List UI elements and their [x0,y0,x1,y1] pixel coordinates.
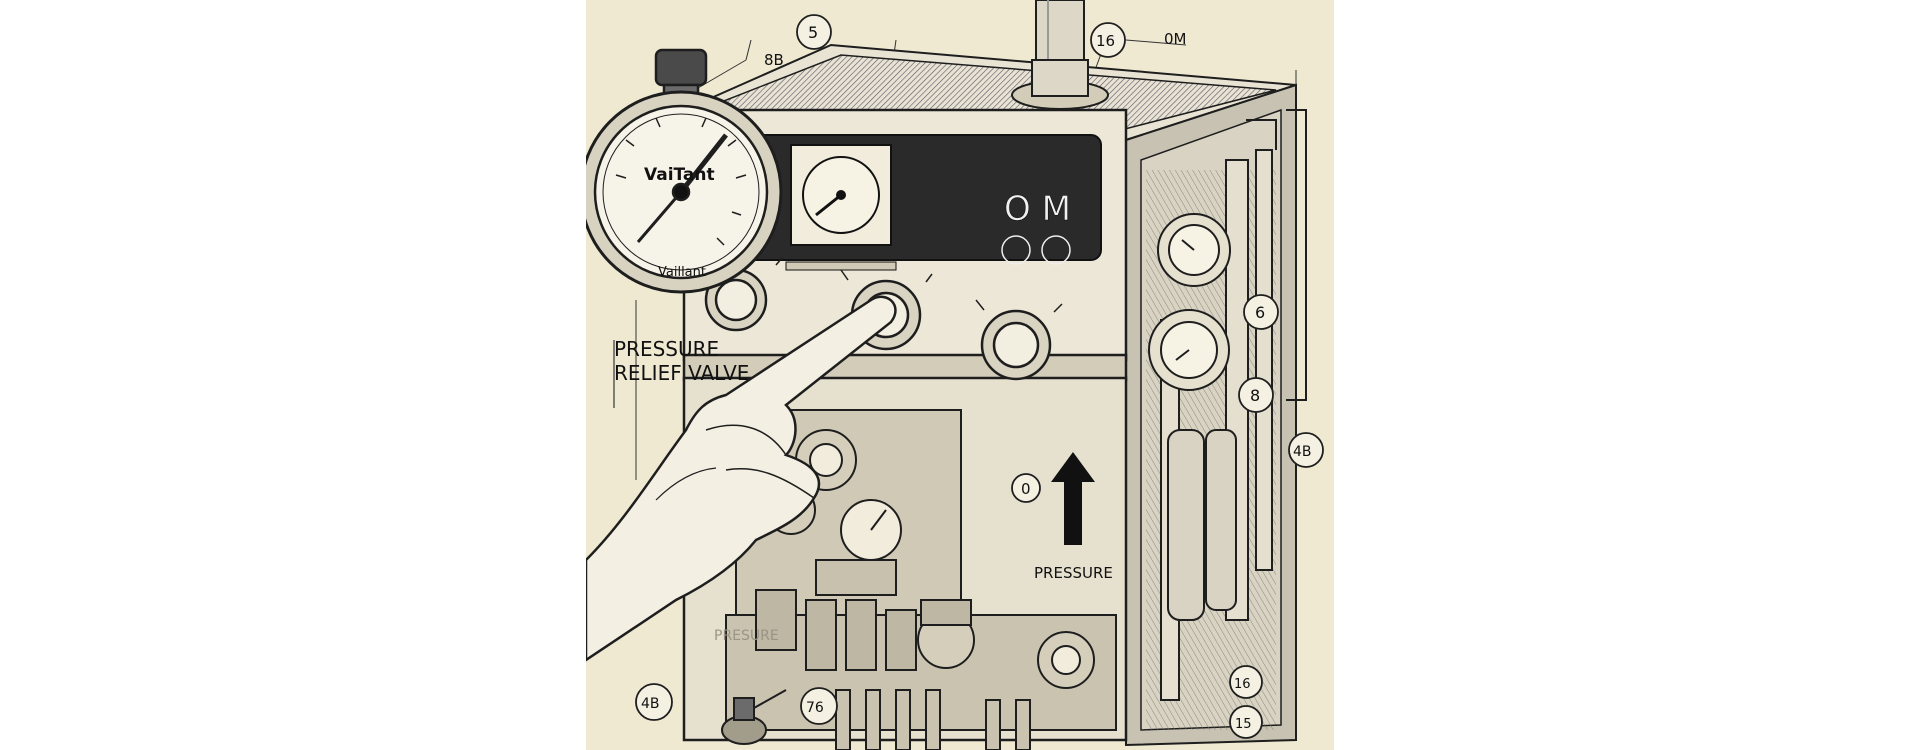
illustration-panel: O M [586,0,1334,750]
side-title-line1: PRESSURE [614,337,719,361]
callout-4b-left: 4B [641,696,660,712]
callout-4b-right: 4B [1293,444,1312,460]
up-arrow [1051,452,1095,545]
boiler-diagram: O M [586,0,1324,750]
bottom-valve-knob [721,689,787,745]
pressure-gauge [586,48,783,294]
panel-letters: O M [1004,189,1071,229]
callout-0: 0 [1021,480,1031,498]
callout-5: 5 [808,23,818,42]
callout-8b: 8B [764,51,784,69]
callout-16-top: 16 [1096,32,1115,50]
callout-15: 15 [1235,717,1252,732]
bottom-pipes [835,689,1031,750]
callout-16-bottom: 16 [1234,677,1251,692]
callout-8: 8 [1250,386,1260,405]
faded-pressure-label: PRESURE [714,628,779,644]
callout-76: 76 [806,700,824,716]
front-pressure-label: PRESSURE [1034,564,1113,582]
side-plumbing [1148,109,1307,701]
gauge-brand-bottom: Vaillant [658,265,706,280]
callout-0m: 0M [1164,30,1187,48]
callout-circles [635,14,1324,739]
gauge-brand-top: VaiTant [644,165,715,185]
side-title-line2: RELIEF VALVE [614,361,749,385]
callout-6-upper: 6 [1255,303,1265,322]
pointing-hand [586,295,897,662]
